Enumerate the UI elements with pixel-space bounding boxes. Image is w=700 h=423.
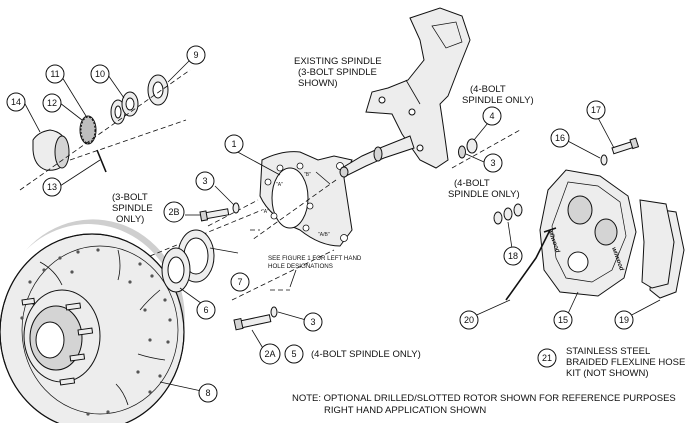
bolt-axis-2b <box>207 199 259 227</box>
svg-text:1: 1 <box>231 139 236 149</box>
bolt-2b <box>199 208 230 222</box>
svg-text:3: 3 <box>202 176 207 186</box>
svg-text:14: 14 <box>11 97 21 107</box>
label-see-figure: SEE FIGURE 1 FOR LEFT HAND HOLE DESIGNAT… <box>268 255 363 270</box>
svg-text:10: 10 <box>95 69 105 79</box>
callout-2b: 2B <box>163 201 185 223</box>
callout-3-lower: 3 <box>303 312 323 332</box>
castle-nut <box>80 116 96 144</box>
pad-pin <box>505 227 557 301</box>
bridge-bolt-17 <box>611 137 640 155</box>
svg-text:4: 4 <box>489 111 494 121</box>
svg-text:7: 7 <box>237 277 242 287</box>
callout-14: 14 <box>6 92 26 112</box>
spindle-nut-4 <box>458 138 478 159</box>
svg-text:11: 11 <box>50 69 59 79</box>
svg-text:12: 12 <box>47 98 57 108</box>
assembly-axis-upper-2 <box>69 119 187 161</box>
callout-8: 8 <box>198 383 218 403</box>
svg-text:15: 15 <box>558 315 568 325</box>
leader-lines <box>23 55 661 393</box>
label-4-bolt-bottom: (4-BOLT SPINDLE ONLY) <box>311 349 421 360</box>
label-4-bolt-top: (4-BOLT SPINDLE ONLY) <box>462 84 534 106</box>
callout-12: 12 <box>42 93 62 113</box>
svg-text:3: 3 <box>490 158 495 168</box>
label-4-bolt-mid: (4-BOLT SPINDLE ONLY) <box>448 178 520 200</box>
dust-cap <box>32 129 70 171</box>
callout-5: 5 <box>284 344 304 364</box>
callout-13: 13 <box>42 177 62 197</box>
callout-21: 21 <box>537 348 557 368</box>
callout-16: 16 <box>550 128 570 148</box>
hole-label-a-left: "A" <box>262 209 269 215</box>
callout-7: 7 <box>230 272 250 292</box>
callout-20: 20 <box>459 310 479 330</box>
svg-text:3: 3 <box>310 317 315 327</box>
callout-3-right: 3 <box>483 153 503 173</box>
cotter-pin <box>96 149 109 173</box>
callout-1: 1 <box>224 134 244 154</box>
callout-18: 18 <box>503 246 523 266</box>
svg-text:5: 5 <box>291 349 296 359</box>
svg-text:20: 20 <box>464 315 474 325</box>
callout-11: 11 <box>45 64 65 84</box>
note-text: NOTE: OPTIONAL DRILLED/SLOTTED ROTOR SHO… <box>292 393 678 416</box>
svg-text:13: 13 <box>47 182 57 192</box>
caliper-bracket <box>259 151 353 247</box>
washer-3a <box>232 202 240 214</box>
inner-bearing <box>161 247 191 293</box>
hole-label-a-top: "A" <box>276 182 283 188</box>
callout-19: 19 <box>614 310 634 330</box>
label-3-bolt: (3-BOLT SPINDLE ONLY) <box>112 192 155 225</box>
spindle-washer <box>110 91 139 125</box>
washer-3c <box>270 306 278 318</box>
svg-text:8: 8 <box>205 388 210 398</box>
shims-18 <box>493 203 523 225</box>
svg-text:19: 19 <box>619 315 629 325</box>
svg-text:16: 16 <box>555 133 565 143</box>
svg-text:2A: 2A <box>264 349 275 359</box>
svg-text:17: 17 <box>591 105 601 115</box>
bolt-axis-2a <box>231 249 335 301</box>
label-hose-kit: STAINLESS STEEL BRAIDED FLEXLINE HOSE KI… <box>566 346 688 379</box>
bearing-axis <box>149 209 263 257</box>
callout-4: 4 <box>482 106 502 126</box>
callout-15: 15 <box>553 310 573 330</box>
callout-9: 9 <box>186 45 206 65</box>
svg-text:18: 18 <box>508 251 518 261</box>
svg-text:21: 21 <box>542 353 552 363</box>
spindle-axis-right <box>451 129 521 169</box>
spindle-axis <box>251 179 337 241</box>
hole-label-b: "B" <box>304 172 311 178</box>
callout-17: 17 <box>586 100 606 120</box>
svg-text:9: 9 <box>193 50 198 60</box>
outer-bearing <box>147 74 169 106</box>
bolt-2a <box>233 314 272 331</box>
label-existing-spindle: EXISTING SPINDLE (3-BOLT SPINDLE SHOWN) <box>294 56 384 89</box>
callout-3-upper: 3 <box>195 171 215 191</box>
caliper <box>539 169 637 297</box>
callout-10: 10 <box>90 64 110 84</box>
hole-label-ab: "A/B" <box>318 232 330 238</box>
rotor <box>0 219 185 423</box>
svg-text:6: 6 <box>203 305 208 315</box>
assembly-axis-upper <box>19 69 191 191</box>
callout-2a: 2A <box>259 343 281 365</box>
brake-pads <box>639 199 685 299</box>
svg-text:2B: 2B <box>168 207 179 217</box>
existing-spindle <box>339 7 471 178</box>
washer-16 <box>600 154 608 166</box>
callout-6: 6 <box>196 300 216 320</box>
